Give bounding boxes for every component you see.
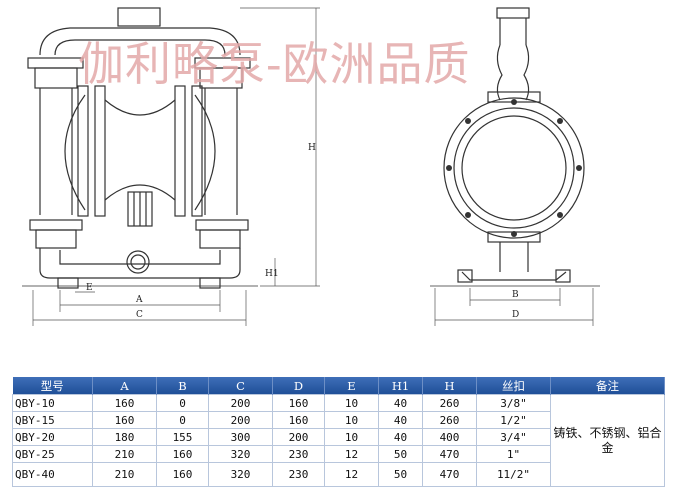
header-d: D [272, 377, 325, 395]
table-row: QBY-15 160 0 200 160 10 40 260 1/2" [12, 411, 665, 429]
cell-model: QBY-20 [12, 428, 93, 446]
header-b: B [156, 377, 209, 395]
cell-h: 470 [422, 445, 477, 463]
cell-b: 155 [156, 428, 209, 446]
cell-d: 230 [272, 445, 325, 463]
cell-b: 0 [156, 411, 209, 429]
watermark: 伽利略泵-欧洲品质 [78, 37, 471, 91]
cell-thread: 1/2" [476, 411, 551, 429]
cell-model: QBY-10 [12, 394, 93, 412]
cell-h: 260 [422, 394, 477, 412]
cell-thread: 11/2" [476, 462, 551, 487]
cell-b: 160 [156, 462, 209, 487]
cell-h: 400 [422, 428, 477, 446]
header-c: C [208, 377, 273, 395]
pump-drawing: E A C H H1 B D [22, 7, 600, 326]
cell-thread: 3/8" [476, 394, 551, 412]
table-row: QBY-10 160 0 200 160 10 40 260 3/8" 铸铁、不… [12, 394, 665, 487]
cell-c: 320 [208, 462, 273, 487]
cell-c: 300 [208, 428, 273, 446]
cell-h: 470 [422, 462, 477, 487]
cell-model: QBY-25 [12, 445, 93, 463]
cell-thread: 3/4" [476, 428, 551, 446]
cell-c: 200 [208, 411, 273, 429]
dim-label-d: D [512, 310, 519, 320]
cell-d: 160 [272, 394, 325, 412]
cell-c: 320 [208, 445, 273, 463]
cell-d: 160 [272, 411, 325, 429]
cell-h1: 40 [378, 394, 423, 412]
dim-label-e: E [86, 283, 93, 293]
header-h1: H1 [378, 377, 423, 395]
cell-h1: 40 [378, 411, 423, 429]
dim-label-h1: H1 [265, 269, 279, 279]
cell-a: 210 [92, 445, 157, 463]
cell-h1: 40 [378, 428, 423, 446]
cell-d: 230 [272, 462, 325, 487]
dim-label-c: C [136, 310, 143, 320]
table-header-row: 型号 A B C D E H1 H 丝扣 备注 [12, 377, 665, 395]
cell-note: 铸铁、不锈钢、铝合金 [550, 394, 665, 487]
cell-h: 260 [422, 411, 477, 429]
table-row: QBY-25 210 160 320 230 12 50 470 1" [12, 445, 665, 463]
cell-c: 200 [208, 394, 273, 412]
cell-model: QBY-15 [12, 411, 93, 429]
cell-e: 12 [324, 462, 379, 487]
side-view [430, 7, 600, 287]
cell-e: 12 [324, 445, 379, 463]
table-row: QBY-40 210 160 320 230 12 50 470 11/2" [12, 462, 665, 487]
table-row: QBY-20 180 155 300 200 10 40 400 3/4" [12, 428, 665, 446]
header-model: 型号 [12, 377, 93, 395]
header-note: 备注 [550, 377, 665, 395]
header-a: A [92, 377, 157, 395]
cell-a: 210 [92, 462, 157, 487]
spec-table: 型号 A B C D E H1 H 丝扣 备注 QBY-10 160 0 200… [12, 377, 665, 487]
cell-b: 0 [156, 394, 209, 412]
header-thread: 丝扣 [476, 377, 551, 395]
dim-label-h: H [308, 143, 316, 153]
cell-h1: 50 [378, 445, 423, 463]
cell-b: 160 [156, 445, 209, 463]
cell-a: 180 [92, 428, 157, 446]
cell-model: QBY-40 [12, 462, 93, 487]
cell-e: 10 [324, 411, 379, 429]
header-e: E [324, 377, 379, 395]
cell-a: 160 [92, 394, 157, 412]
dim-label-a: A [135, 295, 143, 305]
cell-e: 10 [324, 394, 379, 412]
cell-d: 200 [272, 428, 325, 446]
cell-h1: 50 [378, 462, 423, 487]
dim-label-b: B [512, 290, 519, 300]
cell-e: 10 [324, 428, 379, 446]
front-view [22, 7, 258, 289]
cell-a: 160 [92, 411, 157, 429]
header-h: H [422, 377, 477, 395]
cell-thread: 1" [476, 445, 551, 463]
